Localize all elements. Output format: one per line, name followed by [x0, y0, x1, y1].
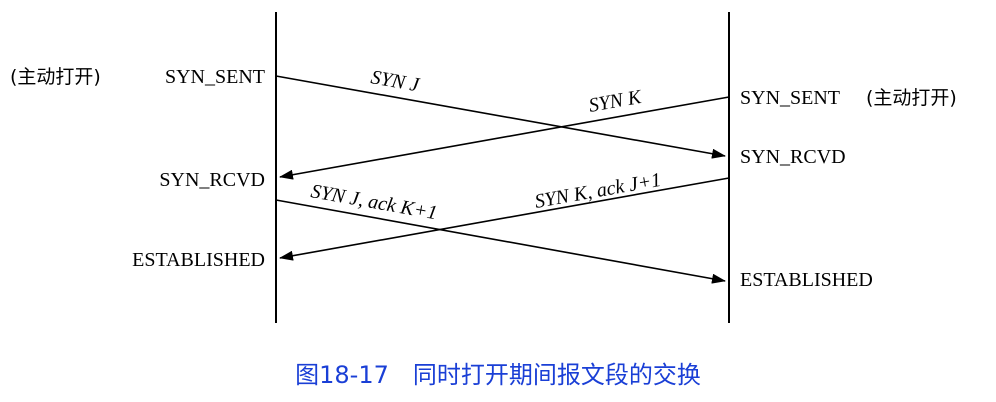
arrow-syn-k: [279, 96, 730, 180]
right-state-syn-sent: SYN_SENT: [740, 87, 840, 109]
right-state-syn-rcvd: SYN_RCVD: [740, 146, 846, 168]
left-state-syn-rcvd: SYN_RCVD: [159, 169, 265, 191]
segment-label-syn-j: SYN J: [369, 66, 422, 96]
right-state-established: ESTABLISHED: [740, 269, 873, 291]
segment-label-syn-k: SYN K: [587, 86, 644, 117]
left-open-note: (主动打开): [10, 66, 101, 88]
segment-label-syn-k-ack: SYN K, ack J+1: [533, 169, 663, 213]
arrow-syn-j: [275, 75, 726, 159]
left-state-established: ESTABLISHED: [132, 249, 265, 271]
right-open-note: (主动打开): [866, 87, 957, 109]
arrow-syn-j-ack: [275, 199, 726, 284]
figure-caption: 图18-17 同时打开期间报文段的交换: [295, 361, 701, 389]
arrow-syn-k-ack: [279, 177, 730, 261]
left-state-syn-sent: SYN_SENT: [165, 66, 265, 88]
